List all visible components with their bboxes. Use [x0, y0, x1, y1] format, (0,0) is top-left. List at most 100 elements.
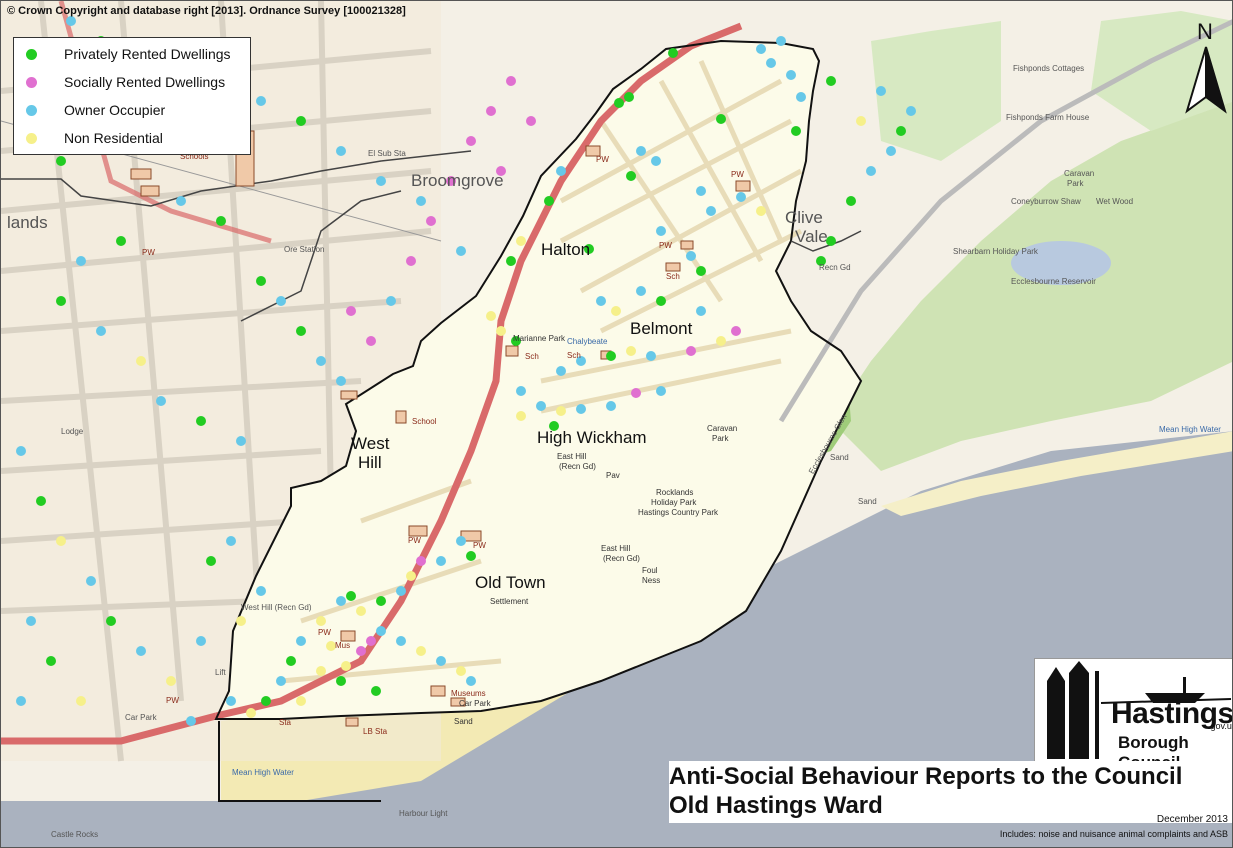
legend-item-owner: Owner Occupier: [26, 99, 165, 121]
report-point: [516, 236, 526, 246]
legend-dot-non-residential: [26, 132, 37, 144]
report-point: [36, 496, 46, 506]
report-point: [336, 376, 346, 386]
label-mus: Mus: [335, 641, 351, 650]
label-car-park-2: Car Park: [125, 713, 157, 722]
report-point: [276, 676, 286, 686]
label-harbour-light: Harbour Light: [399, 809, 448, 818]
label-wet-wood: Wet Wood: [1096, 197, 1134, 206]
report-point: [496, 166, 506, 176]
report-point: [556, 406, 566, 416]
report-point: [706, 206, 716, 216]
label-pw-2: PW: [731, 170, 744, 179]
report-point: [636, 286, 646, 296]
legend-label-private: Privately Rented Dwellings: [64, 46, 231, 62]
report-point: [526, 116, 536, 126]
report-point: [296, 696, 306, 706]
report-point: [766, 58, 776, 68]
report-point: [386, 296, 396, 306]
label-lift: Lift: [215, 668, 226, 677]
report-point: [56, 536, 66, 546]
report-point: [186, 716, 196, 726]
report-point: [816, 256, 826, 266]
report-point: [136, 646, 146, 656]
legend-dot-private: [26, 48, 37, 60]
report-point: [376, 176, 386, 186]
legend-label-social: Socially Rented Dwellings: [64, 74, 226, 90]
net-huts-icon: [1047, 661, 1232, 759]
report-point: [636, 146, 646, 156]
label-caravan-park-2: Caravan: [1064, 169, 1095, 178]
label-sch-3: Sch: [666, 272, 680, 281]
report-point: [341, 661, 351, 671]
place-label-vale: Vale: [795, 227, 828, 246]
label-fishponds-cottages: Fishponds Cottages: [1013, 64, 1085, 73]
report-point: [456, 666, 466, 676]
report-point: [406, 256, 416, 266]
report-point: [86, 576, 96, 586]
report-point: [796, 92, 806, 102]
logo-domain: .gov.uk: [1208, 721, 1232, 731]
label-shearbarn: Shearbarn Holiday Park: [953, 247, 1038, 256]
report-point: [791, 126, 801, 136]
copyright-notice: © Crown Copyright and database right [20…: [7, 5, 406, 17]
report-point: [116, 236, 126, 246]
north-label: N: [1197, 19, 1213, 44]
label-sand-3: Sand: [858, 497, 877, 506]
report-point: [506, 256, 516, 266]
report-point: [896, 126, 906, 136]
report-point: [606, 401, 616, 411]
report-point: [256, 276, 266, 286]
report-point: [549, 421, 559, 431]
report-point: [166, 676, 176, 686]
report-point: [516, 411, 526, 421]
label-castle-rocks: Castle Rocks: [51, 830, 99, 839]
report-point: [696, 266, 706, 276]
hastings-logo: Hastings .gov.uk Borough Council: [1034, 658, 1232, 772]
report-point: [356, 646, 366, 656]
report-point: [106, 616, 116, 626]
report-point: [611, 306, 621, 316]
report-point: [731, 326, 741, 336]
report-point: [66, 16, 76, 26]
report-point: [856, 116, 866, 126]
report-point: [336, 146, 346, 156]
report-point: [631, 388, 641, 398]
report-point: [346, 306, 356, 316]
report-point: [76, 696, 86, 706]
report-point: [316, 356, 326, 366]
report-point: [624, 92, 634, 102]
report-point: [296, 636, 306, 646]
report-point: [606, 351, 616, 361]
report-point: [716, 336, 726, 346]
label-el-sub-sta: El Sub Sta: [368, 149, 406, 158]
title-line-1: Anti-Social Behaviour Reports to the Cou…: [669, 763, 1183, 790]
place-label-belmont: Belmont: [630, 319, 693, 338]
report-point: [396, 586, 406, 596]
report-point: [276, 296, 286, 306]
report-point: [416, 646, 426, 656]
report-point: [651, 156, 661, 166]
label-mean-high-water-2: Mean High Water: [1159, 425, 1221, 434]
report-point: [236, 436, 246, 446]
place-label-lands: lands: [7, 213, 48, 232]
report-point: [486, 311, 496, 321]
report-point: [176, 196, 186, 206]
report-point: [686, 346, 696, 356]
report-point: [506, 76, 516, 86]
label-ness: Ness: [642, 576, 661, 585]
report-point: [296, 116, 306, 126]
report-point: [406, 571, 416, 581]
report-point: [756, 44, 766, 54]
report-point: [296, 326, 306, 336]
report-point: [246, 708, 256, 718]
report-point: [696, 186, 706, 196]
report-point: [756, 206, 766, 216]
report-point: [696, 306, 706, 316]
report-point: [336, 676, 346, 686]
report-point: [614, 98, 624, 108]
label-lb-sta: LB Sta: [363, 727, 388, 736]
report-point: [371, 686, 381, 696]
